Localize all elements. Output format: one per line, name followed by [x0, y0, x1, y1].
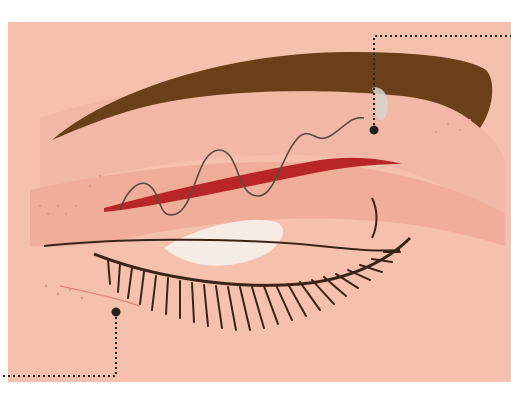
lower-callout-dot [112, 308, 121, 317]
upper-callout-dot [370, 126, 379, 135]
